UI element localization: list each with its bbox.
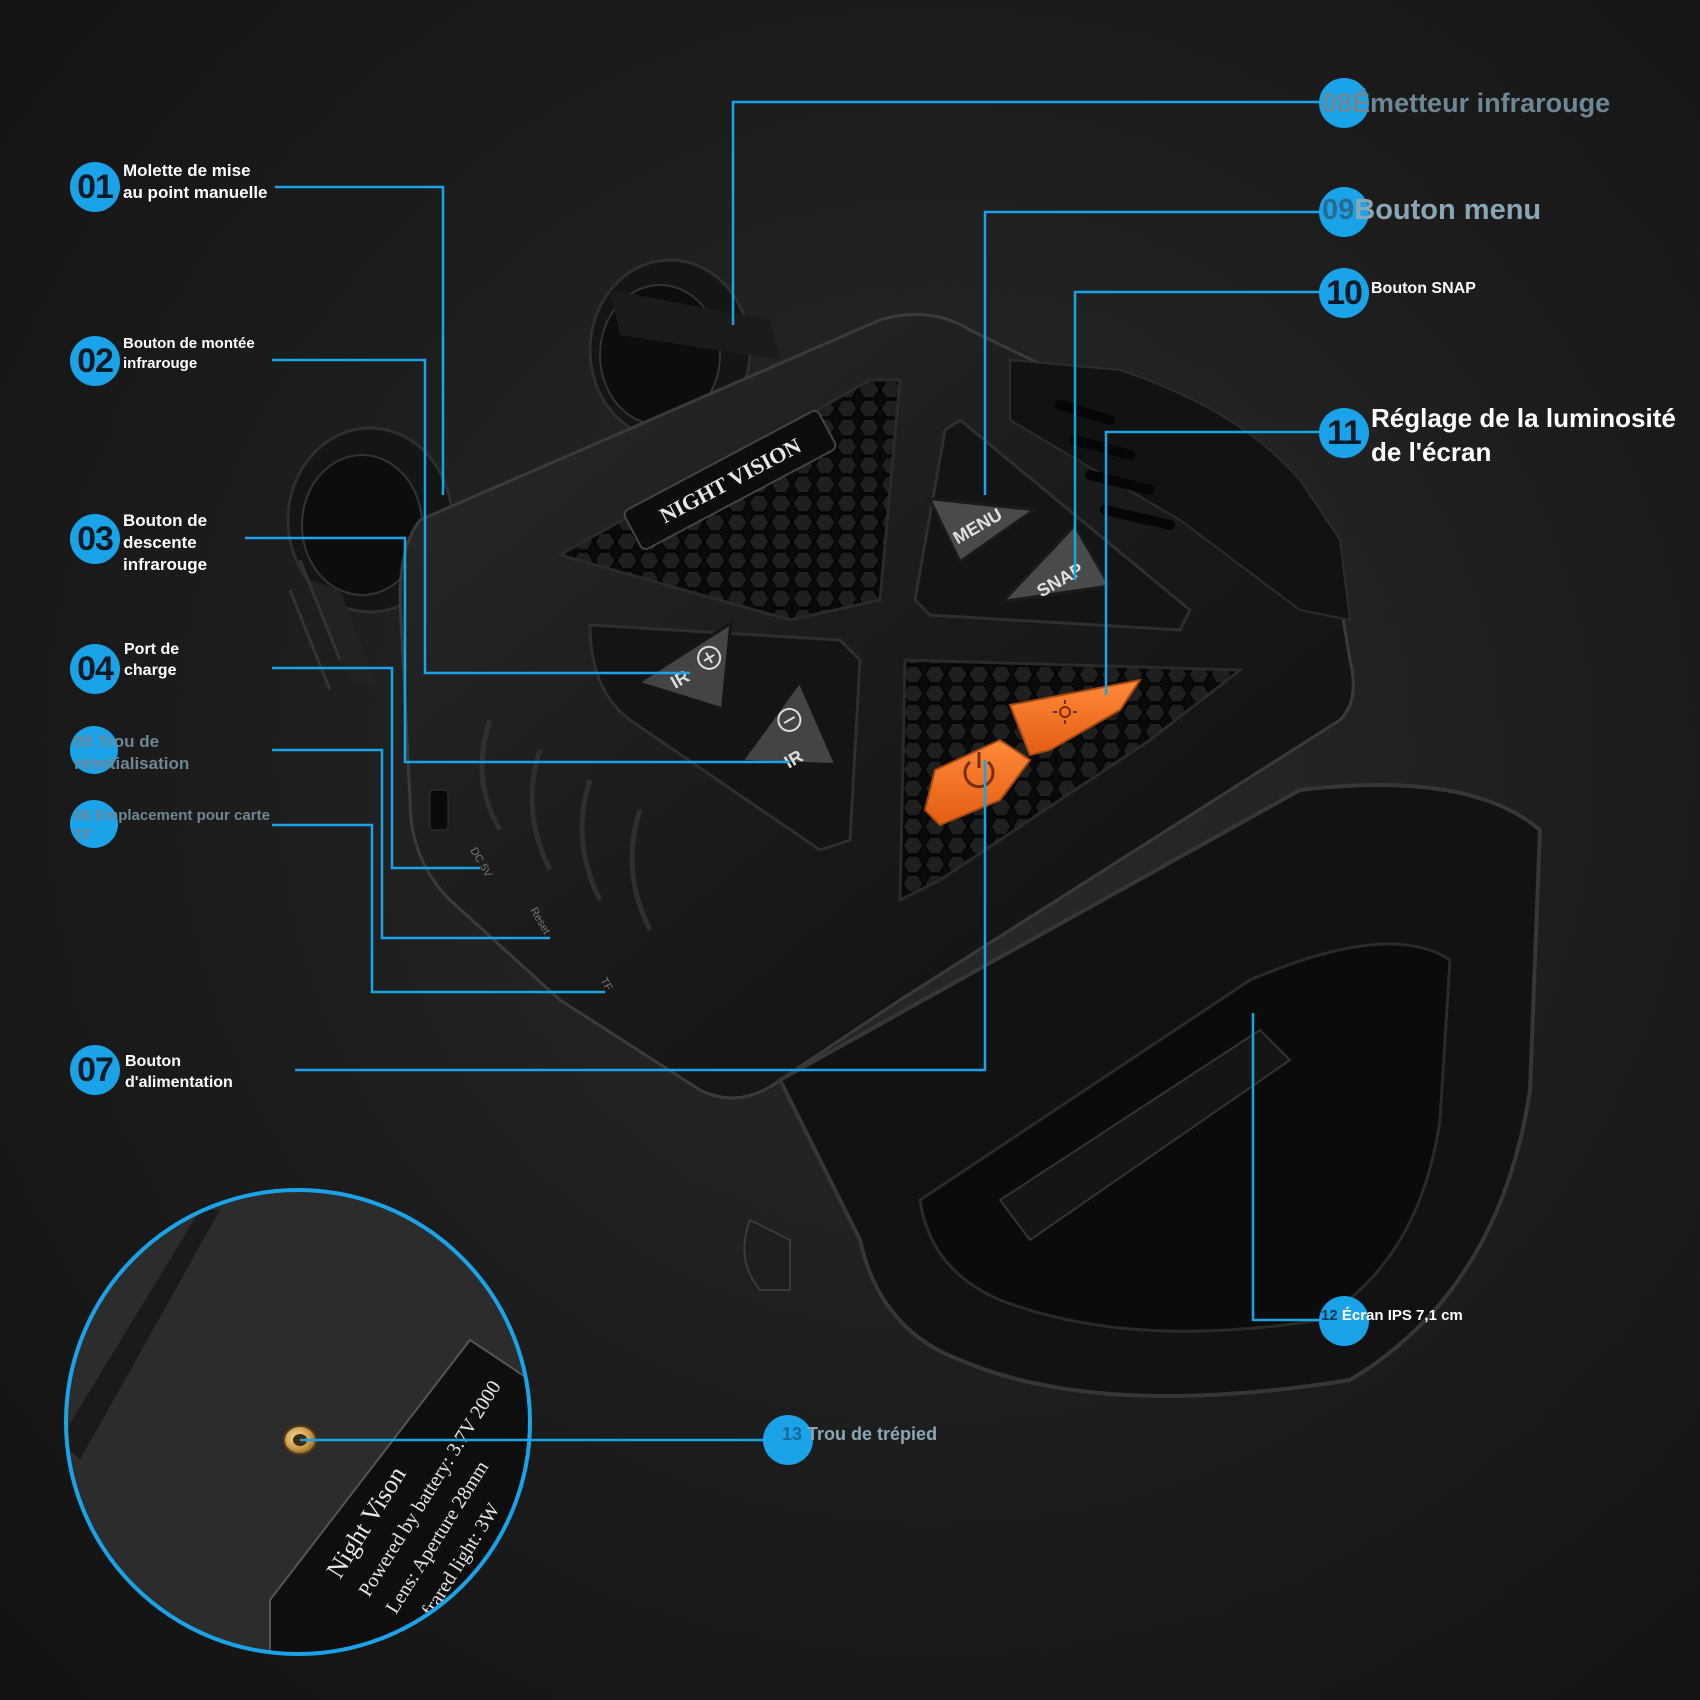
callout-12-num: 12 — [1321, 1307, 1338, 1324]
callout-03-badge: 03 — [70, 514, 120, 564]
callout-03-label: Bouton de descente infrarouge — [123, 511, 208, 575]
callout-09-label: 09Bouton menu — [1322, 192, 1700, 230]
callout-09-num: 09 — [1322, 194, 1355, 226]
callout-13-num: 13 — [782, 1424, 803, 1444]
sun-icon — [1053, 700, 1077, 724]
plus-icon — [697, 645, 722, 670]
port-label-tf: TF — [597, 976, 614, 994]
callout-01-label: Molette de mise au point manuelle — [123, 161, 268, 203]
callout-01-badge: 01 — [70, 162, 120, 212]
night-vision-binocular: NIGHT VISION MENU SNAP IR IR — [286, 258, 1543, 1398]
brightness-button[interactable] — [1008, 678, 1143, 757]
callout-06-label: 06 Emplacement pour carte TF — [74, 806, 274, 845]
callout-09-text: Bouton menu — [1354, 194, 1542, 226]
callout-04-label: Port de charge — [124, 641, 180, 679]
callout-08-label: 08Émetteur infrarouge — [1322, 86, 1700, 121]
callout-11-label: Réglage de la luminosité de l'écran — [1371, 403, 1676, 467]
ips-screen — [998, 1028, 1292, 1242]
ir-up-button[interactable]: IR — [634, 620, 766, 739]
callout-07-badge: 07 — [70, 1045, 120, 1095]
callout-10-badge: 10 — [1319, 268, 1369, 318]
callout-10-label: Bouton SNAP — [1371, 280, 1476, 297]
callout-02-label: Bouton de montée infrarouge — [123, 335, 255, 372]
top-vents — [1055, 400, 1175, 530]
callout-08-num: 08 — [1322, 88, 1353, 118]
callout-05-label: 05 Trou de réinitialisation — [74, 731, 274, 775]
callout-09-badge — [1319, 187, 1369, 237]
callout-12-badge — [1319, 1296, 1369, 1346]
eyepiece-hood — [777, 783, 1543, 1398]
callout-06-badge — [70, 800, 118, 848]
callout-12-text: Écran IPS 7,1 cm — [1341, 1307, 1463, 1324]
callout-06-text: Emplacement pour carte TF — [74, 807, 270, 844]
callout-05-num: 05 — [74, 732, 93, 751]
callout-08-text: Émetteur infrarouge — [1352, 88, 1611, 118]
callout-07-label: Bouton d'alimentation — [125, 1053, 233, 1091]
strap-lug — [743, 1218, 791, 1291]
side-grip — [479, 719, 653, 932]
callout-05-badge — [70, 726, 118, 774]
tripod-zoom-inset: Night Vison Powered by battery: 3.7V 200… — [64, 1188, 532, 1656]
focus-wheel-back — [588, 258, 780, 442]
callout-06-num: 06 — [74, 807, 91, 824]
callout-04-badge: 04 — [70, 644, 120, 694]
leader-lines — [245, 100, 1320, 1442]
callout-13-label: 13 Trou de trépied — [782, 1423, 982, 1446]
menu-button[interactable]: MENU — [925, 456, 1039, 564]
callout-02-badge: 02 — [70, 336, 120, 386]
callout-08-badge — [1319, 78, 1369, 128]
power-icon — [963, 752, 995, 789]
callout-11-badge: 11 — [1319, 408, 1369, 458]
callout-12-label: 12 Écran IPS 7,1 cm — [1321, 1306, 1521, 1326]
callout-13-badge — [763, 1415, 813, 1465]
right-top-panel — [1009, 358, 1352, 622]
callout-13-text: Trou de trépied — [807, 1424, 938, 1444]
minus-icon — [777, 707, 802, 732]
callout-05-text: Trou de réinitialisation — [74, 732, 190, 774]
power-button[interactable] — [923, 738, 1032, 827]
